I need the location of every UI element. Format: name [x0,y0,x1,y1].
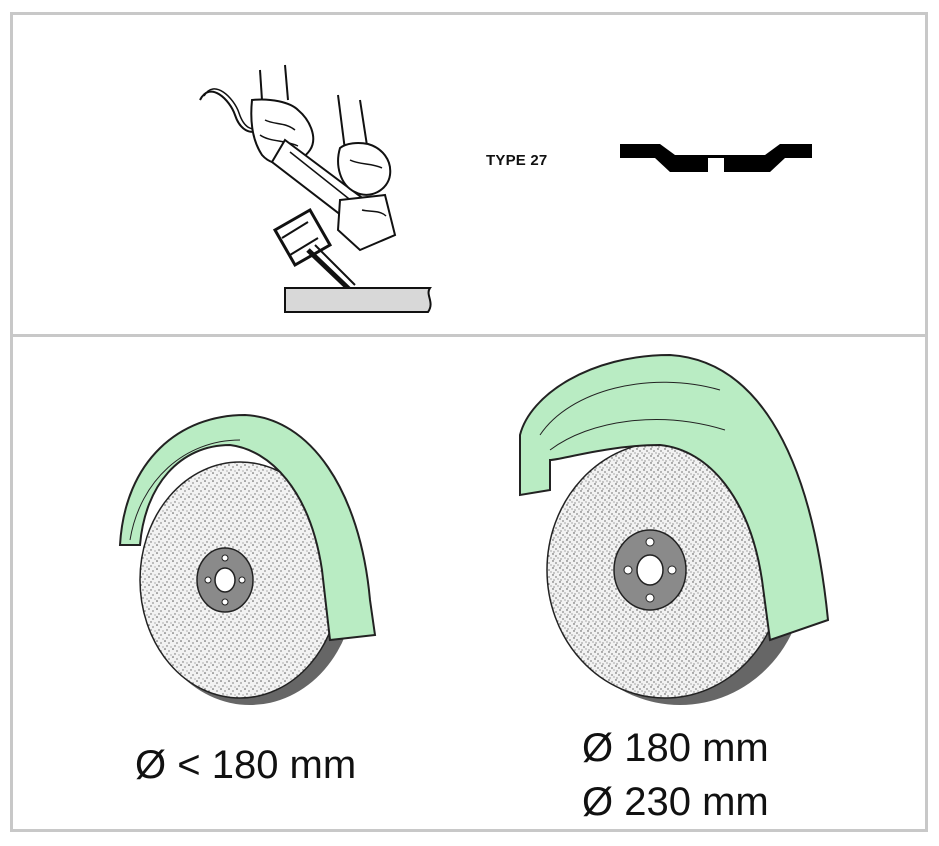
small-disc-guard-illustration [118,413,377,705]
angle-grinder-illustration [199,64,432,313]
small-guard-caption: Ø < 180 mm [135,743,357,787]
large-guard-caption-1: Ø 180 mm [582,726,769,770]
panel-divider [10,334,928,337]
large-guard-caption-2: Ø 230 mm [582,780,769,824]
large-disc-guard-illustration [519,353,830,705]
disc-type-label: TYPE 27 [486,152,548,169]
figure-frame [10,12,928,832]
type27-disc-profile [620,144,812,172]
